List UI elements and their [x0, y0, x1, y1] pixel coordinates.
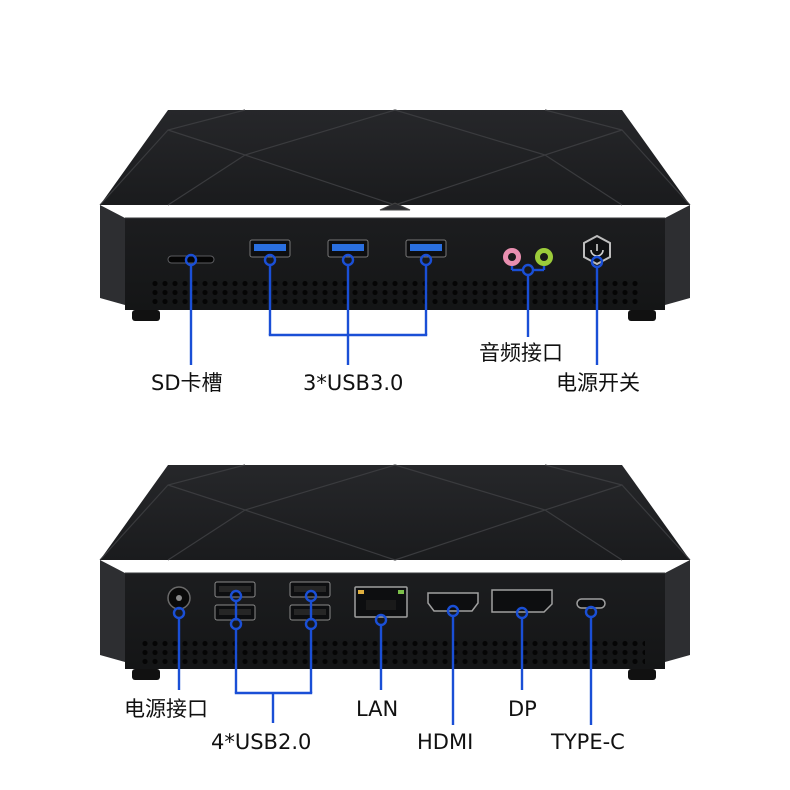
label-lan: LAN	[356, 697, 399, 721]
usb2-port-1	[214, 581, 256, 598]
usb3-port-3	[405, 239, 447, 258]
rear-case-top	[100, 465, 690, 560]
front-foot-left	[132, 310, 160, 321]
front-right-side	[665, 205, 690, 305]
label-sd-card-slot: SD卡槽	[151, 371, 223, 395]
label-power-port: 电源接口	[124, 697, 208, 721]
front-view-device	[99, 109, 691, 321]
hdmi-port	[427, 592, 479, 612]
label-power-switch: 电源开关	[556, 371, 640, 395]
rear-foot-left	[132, 669, 160, 680]
label-typec: TYPE-C	[551, 730, 625, 754]
displayport-port	[491, 589, 553, 613]
front-foot-right	[628, 310, 656, 321]
lan-port	[354, 586, 408, 618]
usb2-port-3	[289, 581, 331, 598]
rear-foot-right	[628, 669, 656, 680]
sd-card-slot	[167, 255, 215, 264]
label-audio-port: 音频接口	[479, 341, 563, 365]
label-usb3: 3*USB3.0	[303, 371, 404, 395]
usb3-port-2	[327, 239, 369, 258]
label-hdmi: HDMI	[417, 730, 474, 754]
front-case-top	[100, 110, 690, 205]
rear-right-side	[665, 560, 690, 662]
front-vent-grille	[150, 281, 640, 305]
rear-vent-grille	[140, 640, 645, 665]
label-dp: DP	[508, 697, 537, 721]
front-left-side	[100, 205, 125, 305]
usb3-port-1	[249, 239, 291, 258]
label-usb2: 4*USB2.0	[211, 730, 312, 754]
rear-callout-lines	[172, 589, 598, 725]
rear-view-device	[99, 464, 691, 680]
front-callout-lines	[184, 253, 604, 365]
rear-left-side	[100, 560, 125, 662]
